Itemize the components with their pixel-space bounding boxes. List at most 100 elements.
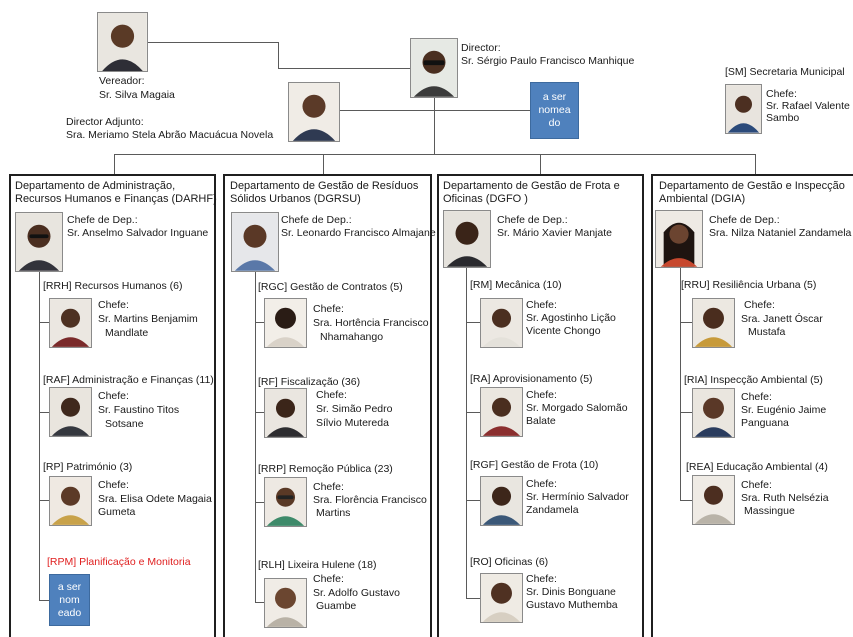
- unit-chief-photo: [692, 475, 735, 525]
- unit-chief-name-2: Vicente Chongo: [526, 325, 601, 337]
- unit-title: [RO] Oficinas (6): [470, 556, 549, 568]
- connector-dept-2: [323, 154, 324, 174]
- unit-chief-name-1: Sra. Florência Francisco: [313, 494, 427, 506]
- unit-chief-role: Chefe:: [741, 479, 772, 491]
- connector-dept-4: [755, 154, 756, 174]
- unit-connector: [39, 600, 49, 601]
- unit-title: [RGC] Gestão de Contratos (5): [258, 281, 403, 293]
- unit-title: [RGF] Gestão de Frota (10): [470, 459, 599, 471]
- unit-chief-name-2: Sotsane: [105, 418, 144, 430]
- unit-chief-photo: [692, 298, 735, 348]
- person-icon: [481, 388, 522, 436]
- unit-chief-role: Chefe:: [316, 389, 347, 401]
- unit-title: [RLH] Lixeira Hulene (18): [258, 559, 377, 571]
- unit-connector: [39, 322, 49, 323]
- connector-dept-1: [114, 154, 115, 174]
- connector-pending: [434, 110, 530, 111]
- unit-chief-name-2: Gustavo Muthemba: [526, 599, 618, 611]
- unit-chief-role: Chefe:: [526, 478, 557, 490]
- connector-director-h: [278, 68, 410, 69]
- unit-chief-role: Chefe:: [741, 391, 772, 403]
- unit-chief-name-1: Sr. Morgado Salomão: [526, 402, 628, 414]
- person-icon: [481, 299, 522, 347]
- vereador-role: Vereador:: [99, 75, 145, 87]
- pending-appointment-box: a ser nomea do: [530, 82, 579, 139]
- unit-chief-photo: [480, 573, 523, 623]
- person-icon: [656, 211, 702, 267]
- director-photo: [410, 38, 458, 98]
- unit-chief-name-1: Sr. Adolfo Gustavo: [313, 587, 400, 599]
- department-chief-photo: [443, 210, 491, 268]
- unit-title: [RRH] Recursos Humanos (6): [43, 280, 183, 292]
- department-dgrsu: [223, 174, 432, 637]
- department-chief-name: Sr. Leonardo Francisco Almajane: [281, 227, 436, 239]
- unit-connector: [466, 500, 480, 501]
- unit-title: [RF] Fiscalização (36): [258, 376, 361, 388]
- unit-chief-role: Chefe:: [526, 573, 557, 585]
- unit-chief-name-1: Sr. Hermínio Salvador: [526, 491, 629, 503]
- department-dgia: [651, 174, 853, 637]
- unit-chief-name-1: Sr. Faustino Titos: [98, 404, 180, 416]
- person-icon: [50, 477, 91, 525]
- secretaria-photo: [725, 84, 762, 134]
- person-icon: [289, 83, 339, 141]
- person-icon: [232, 213, 278, 271]
- person-icon: [481, 574, 522, 622]
- department-title-2: Sólidos Urbanos (DGRSU): [230, 193, 361, 205]
- dept-vertical-connector: [255, 272, 256, 602]
- unit-chief-role: Chefe:: [98, 390, 129, 402]
- person-icon: [265, 299, 306, 347]
- unit-chief-name-2: Massingue: [744, 505, 795, 517]
- unit-chief-photo: [49, 298, 92, 348]
- unit-chief-photo: [264, 388, 307, 438]
- unit-title-highlighted: [RPM] Planificação e Monitoria: [47, 556, 191, 568]
- unit-title: [RRP] Remoção Pública (23): [258, 463, 393, 475]
- unit-title: [RA] Aprovisionamento (5): [470, 373, 593, 385]
- department-chief-role: Chefe de Dep.:: [281, 214, 352, 226]
- unit-chief-name-1: Sra. Hortência Francisco: [313, 317, 429, 329]
- connector-vereador-director: [148, 42, 278, 43]
- person-icon: [481, 477, 522, 525]
- unit-chief-name-2: Gumeta: [98, 506, 136, 518]
- unit-connector: [680, 322, 692, 323]
- unit-chief-photo: [480, 387, 523, 437]
- unit-chief-name-1: Sra. Ruth Nelsézia: [741, 492, 829, 504]
- dept-vertical-connector: [680, 268, 681, 500]
- unit-chief-name-2: Mustafa: [748, 326, 786, 338]
- unit-chief-name-1: Sr. Martins Benjamim: [98, 313, 198, 325]
- unit-chief-role: Chefe:: [744, 299, 775, 311]
- department-chief-name: Sr. Mário Xavier Manjate: [497, 227, 612, 239]
- unit-title: [RM] Mecânica (10): [470, 279, 562, 291]
- unit-title: [RAF] Administração e Finanças (11): [43, 374, 214, 386]
- unit-chief-name-1: Sr. Eugénio Jaime: [741, 404, 827, 416]
- connector-vereador-director-v: [278, 42, 279, 68]
- person-icon: [726, 85, 761, 133]
- secretaria-role: Chefe:: [766, 88, 797, 100]
- department-darhf: [9, 174, 216, 637]
- person-icon: [265, 389, 306, 437]
- department-title-1: Departamento de Administração,: [15, 180, 176, 192]
- unit-chief-photo: [480, 298, 523, 348]
- dept-vertical-connector: [39, 272, 40, 600]
- person-icon: [265, 478, 306, 526]
- unit-chief-role: Chefe:: [98, 479, 129, 491]
- department-chief-role: Chefe de Dep.:: [67, 214, 138, 226]
- unit-chief-role: Chefe:: [313, 481, 344, 493]
- unit-chief-photo: [264, 578, 307, 628]
- unit-connector: [39, 412, 49, 413]
- unit-chief-name-1: Sr. Simão Pedro: [316, 403, 393, 415]
- secretaria-title: [SM] Secretaria Municipal: [725, 66, 845, 78]
- unit-chief-name-1: Sra. Janett Óscar: [741, 313, 823, 325]
- unit-chief-name-2: Panguana: [741, 417, 789, 429]
- department-title-1: Departamento de Gestão de Resíduos: [230, 180, 419, 192]
- connector-adjunto: [340, 110, 434, 111]
- person-icon: [50, 299, 91, 347]
- connector-dept-3: [540, 154, 541, 174]
- person-icon: [98, 13, 147, 71]
- unit-chief-role: Chefe:: [526, 299, 557, 311]
- unit-connector: [39, 500, 49, 501]
- unit-connector: [466, 412, 480, 413]
- department-chief-photo: [655, 210, 703, 268]
- person-icon: [265, 579, 306, 627]
- unit-chief-name-2: Sílvio Mutereda: [316, 417, 389, 429]
